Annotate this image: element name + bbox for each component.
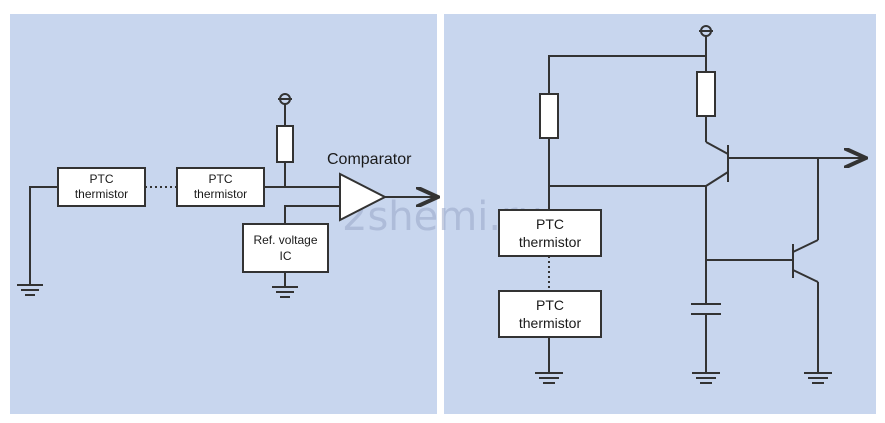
ptc-label-line2: thermistor — [519, 234, 582, 250]
ptc-label-line1: PTC — [536, 297, 564, 313]
npn-transistor-icon — [792, 239, 819, 283]
ptc-thermistor-box-1 — [498, 209, 602, 257]
ptc-thermistor-box-2 — [498, 290, 602, 338]
ref-voltage-ic-box — [242, 223, 329, 273]
ref-label-line1: Ref. voltage — [253, 233, 317, 247]
ground-icon — [692, 372, 720, 384]
ground-icon — [17, 284, 43, 296]
ptc-label-line2: thermistor — [194, 187, 247, 201]
ptc-label-line1: PTC — [536, 216, 564, 232]
left-circuit: PTC thermistor PTC thermistor Ref. volta… — [17, 93, 438, 298]
ground-icon — [804, 372, 832, 384]
ptc-label-line1: PTC — [209, 172, 233, 186]
resistor-icon — [696, 71, 716, 117]
ptc-label-line2: thermistor — [75, 187, 128, 201]
ref-label-line2: IC — [280, 249, 292, 263]
supply-terminal-icon — [278, 93, 292, 105]
resistor-icon — [276, 125, 294, 163]
comparator-icon — [339, 172, 388, 222]
ground-icon — [272, 286, 298, 298]
comparator-label: Comparator — [327, 151, 412, 168]
resistor-icon — [539, 93, 559, 139]
ptc-label-line2: thermistor — [519, 315, 582, 331]
ptc-thermistor-box-2 — [176, 167, 265, 207]
left-panel — [10, 14, 437, 414]
ground-icon — [535, 372, 563, 384]
npn-transistor-icon — [705, 141, 729, 187]
ptc-label-line1: PTC — [90, 172, 114, 186]
right-circuit: PTC thermistor PTC thermistor — [498, 25, 866, 384]
